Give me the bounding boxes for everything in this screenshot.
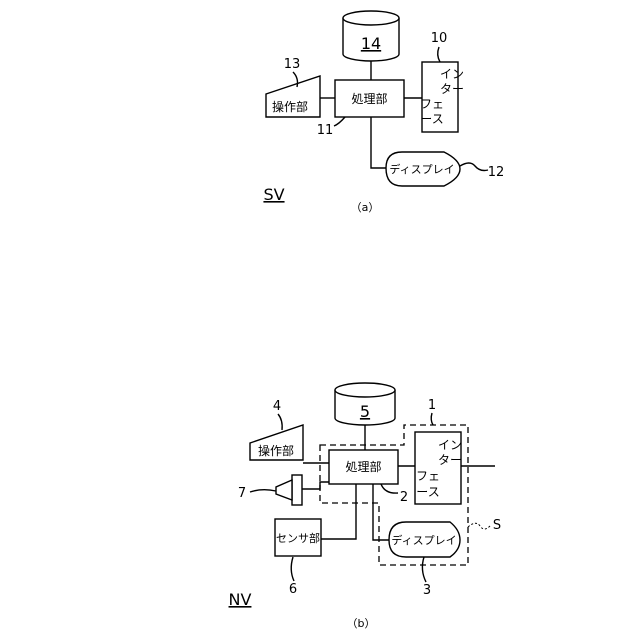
leader-processor-b (381, 484, 398, 493)
speaker-icon (276, 475, 302, 505)
speaker-link-b (302, 482, 329, 489)
ref-system-s: S (493, 518, 501, 533)
storage-label-b: 5 (360, 402, 370, 421)
display-label-b: ディスプレイ (391, 533, 456, 547)
ref-processor-a: 11 (317, 123, 334, 138)
ref-interface-b: 1 (428, 398, 436, 413)
ref-display-b: 3 (423, 583, 431, 598)
leader-display-a (460, 163, 488, 171)
ref-operation-a: 13 (284, 57, 301, 72)
operation-label-b: 操作部 (258, 443, 294, 458)
display-link-a (371, 117, 386, 168)
leader-operation-b (278, 414, 282, 430)
interface-text-a2: ター (440, 82, 464, 96)
storage-cylinder-a: 14 (343, 11, 399, 61)
leader-interface-b (431, 413, 433, 425)
sensor-label: センサ部 (276, 531, 320, 545)
ref-processor-b: 2 (400, 490, 408, 505)
leader-sensor (291, 557, 294, 581)
leader-speaker (250, 490, 276, 492)
interface-text-b1: イン (438, 438, 462, 452)
ref-speaker: 7 (238, 486, 246, 501)
diagram-b: 5 処理部 操作部 イン ター フェ ース センサ部 ディスプレイ 1 4 2 (229, 383, 502, 630)
leader-system-s (468, 523, 490, 529)
storage-label-a: 14 (361, 34, 381, 53)
leader-processor-a (334, 117, 345, 126)
system-label-a: SV (263, 185, 284, 204)
operation-label-a: 操作部 (272, 99, 308, 114)
display-link-b (373, 484, 389, 540)
processor-label-a: 処理部 (351, 91, 387, 106)
sensor-link-b (321, 484, 356, 539)
storage-cylinder-b: 5 (335, 383, 395, 425)
system-label-b: NV (229, 590, 252, 609)
interface-text-a4: ース (420, 112, 443, 126)
leader-interface-a (438, 47, 440, 62)
caption-a: （a） (351, 201, 380, 214)
diagram-a: 14 処理部 操作部 イン ター フェ ース ディスプレイ 10 13 11 1… (263, 11, 504, 214)
display-label-a: ディスプレイ (389, 162, 454, 176)
interface-text-b4: ース (416, 485, 439, 499)
ref-display-a: 12 (488, 165, 505, 180)
ref-operation-b: 4 (273, 399, 281, 414)
ref-sensor: 6 (289, 582, 297, 597)
interface-text-b2: ター (438, 453, 462, 467)
caption-b: （b） (347, 617, 376, 630)
ref-interface-a: 10 (431, 31, 448, 46)
interface-text-a1: イン (440, 67, 464, 81)
interface-text-a3: フェ (420, 97, 444, 111)
interface-text-b3: フェ (416, 469, 440, 483)
leader-display-b (422, 557, 426, 582)
processor-label-b: 処理部 (345, 459, 381, 474)
